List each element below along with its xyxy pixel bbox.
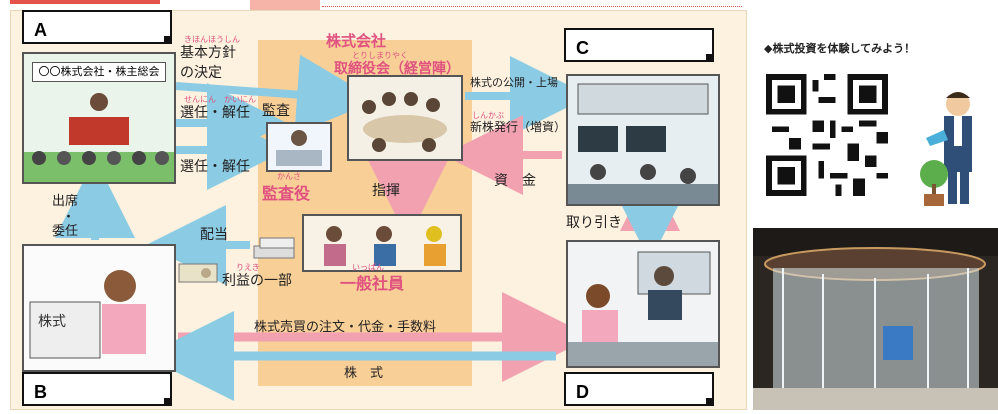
- investor-scene: 株式: [22, 244, 176, 372]
- corner-label-a: A: [22, 10, 172, 44]
- profit-part-label: 利益の一部: [222, 273, 292, 289]
- auditor-illustration: [276, 130, 322, 166]
- stock-exchange-photo: [753, 228, 998, 410]
- corner-label-c: C: [564, 28, 714, 62]
- attend-label-2: ・: [62, 210, 76, 225]
- company-title: 株式会社: [326, 32, 387, 50]
- employees-ruby: いっぱん: [352, 263, 384, 272]
- ipo-label: 株式の公開・上場: [470, 76, 558, 89]
- qr-title: ◆株式投資を体験してみよう！: [764, 42, 916, 55]
- attend-label-1: 出席: [52, 194, 79, 209]
- basic-policy-label: 基本方針: [180, 45, 236, 61]
- header-red-bar: [10, 0, 160, 4]
- shareholders-sign: 〇〇株式会社・株主総会: [32, 62, 166, 82]
- basic-policy-label-2: の決定: [180, 65, 222, 81]
- profit-ruby: りえき: [236, 263, 260, 272]
- funds-label: 資 金: [494, 173, 536, 189]
- shareholders-meeting-scene: 〇〇株式会社・株主総会: [22, 52, 176, 184]
- order-label: 株式売買の注文・代金・手数料: [254, 320, 437, 335]
- trade-label: 取り引き: [566, 215, 622, 231]
- header-dotted-rule: [322, 6, 742, 7]
- exchange-illustration: [568, 83, 718, 204]
- auditor-label: 監査役: [262, 184, 311, 203]
- elect-board-label: 選任・解任: [180, 105, 250, 121]
- employees-scene: [302, 214, 462, 272]
- money-bundle-icon: [253, 237, 295, 259]
- new-shares-label: 新株発行（増資）: [470, 120, 567, 134]
- audit-label: 監査: [262, 103, 290, 119]
- new-ruby: しんかぶ: [472, 111, 504, 120]
- board-meeting-scene: [347, 75, 463, 161]
- elect-auditor-label: 選任・解任: [180, 159, 250, 175]
- investor-illustration: 株式: [29, 270, 146, 359]
- board-illustration: [362, 92, 447, 152]
- header-pink-tab: [250, 0, 320, 12]
- elect-ruby: せんにん かいにん: [184, 95, 256, 104]
- businessman-watering-icon: [926, 92, 972, 204]
- corner-label-d: D: [564, 372, 714, 406]
- stock-exchange-scene: [566, 74, 720, 206]
- broker-scene: [566, 240, 720, 368]
- employees-illustration: [324, 226, 446, 266]
- direct-label: 指揮: [372, 183, 400, 199]
- auditor-scene: [266, 122, 332, 172]
- qr-code-icon[interactable]: [766, 74, 888, 196]
- broker-illustration: [568, 251, 718, 366]
- money-icon: [178, 263, 218, 283]
- money-tree-icon: [920, 160, 948, 206]
- dividend-label: 配当: [200, 227, 228, 243]
- employees-label: 一般社員: [340, 274, 405, 293]
- svg-text:株式: 株式: [38, 314, 66, 330]
- board-ruby: とりしまりやく: [352, 51, 408, 60]
- meeting-illustration: [24, 93, 174, 182]
- attend-label-3: 委任: [52, 224, 79, 239]
- auditor-ruby: かんさ: [277, 172, 301, 181]
- exchange-photo-drawing: [753, 228, 998, 410]
- board-label: 取締役会（経営陣）: [334, 61, 460, 77]
- corner-label-b: B: [22, 372, 172, 406]
- basic-ruby: きほんほうしん: [184, 35, 240, 44]
- stock-label: 株 式: [344, 366, 384, 381]
